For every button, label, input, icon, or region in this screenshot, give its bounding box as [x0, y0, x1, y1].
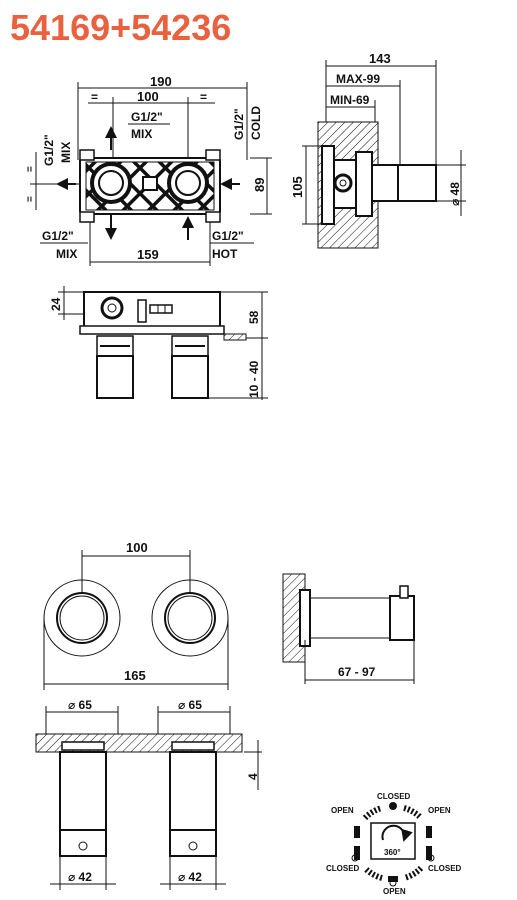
port-hot-circle — [167, 162, 209, 204]
trim-section-view: ⌀ 65 ⌀ 65 4 ⌀ 42 ⌀ 42 — [35, 698, 262, 890]
dia-65-right-label: ⌀ 65 — [178, 698, 202, 712]
eq-left-v1: = — [25, 166, 36, 172]
dim-190-label: 190 — [150, 74, 172, 89]
min-69-label: MIN-69 — [330, 93, 370, 107]
front-view: 190 100 = = G1/2" MIX G1/2" COLD G1/2" M… — [25, 74, 272, 266]
bottom-view: 24 58 10 - 40 — [49, 286, 268, 400]
dim-105-label: 105 — [290, 176, 305, 198]
label-g12-bottom-left: G1/2" — [42, 229, 74, 243]
label-hot: HOT — [212, 247, 238, 261]
dim-4-label: 4 — [246, 773, 260, 780]
label-mix-left: MIX — [59, 142, 73, 163]
dia-42-right-label: ⌀ 42 — [178, 870, 202, 884]
trim-dim-67-97-label: 67 - 97 — [338, 665, 376, 679]
legend-360: 360° — [384, 848, 401, 857]
label-g12-cold: G1/2" — [232, 108, 246, 140]
dial-ring — [354, 805, 432, 882]
dim-24-label: 24 — [49, 297, 63, 311]
label-g12-top: G1/2" — [131, 110, 163, 124]
legend-open-left: OPEN — [331, 806, 354, 815]
rotation-legend: CLOSED OPEN OPEN 360° CLOSED CLOSED OPEN — [326, 792, 462, 896]
trim-dim-165-label: 165 — [124, 668, 146, 683]
dia-65-left-label: ⌀ 65 — [68, 698, 92, 712]
legend-open-right: OPEN — [428, 806, 451, 815]
label-mix-bottom: MIX — [56, 247, 77, 261]
dim-143-label: 143 — [369, 51, 391, 66]
max-99-label: MAX-99 — [336, 72, 380, 86]
rotate-arrow-icon — [381, 824, 413, 842]
legend-closed-right: CLOSED — [428, 864, 462, 873]
eq-left-v2: = — [25, 196, 36, 202]
label-g12-left: G1/2" — [42, 134, 56, 166]
legend-closed-left: CLOSED — [326, 864, 360, 873]
dim-58-label: 58 — [247, 310, 261, 324]
legend-closed-top: CLOSED — [377, 792, 411, 801]
dia-42-left-label: ⌀ 42 — [68, 870, 92, 884]
side-view: 143 MAX-99 MIN-69 105 ⌀ 48 — [290, 51, 466, 249]
dim-10-40-label: 10 - 40 — [247, 360, 261, 398]
dim-159-label: 159 — [137, 247, 159, 262]
trim-dim-100-label: 100 — [126, 540, 148, 555]
legend-open-bottom: OPEN — [383, 887, 406, 896]
trim-side-view: 67 - 97 — [282, 573, 415, 684]
dia-48-label: ⌀ 48 — [448, 182, 462, 206]
port-mix-circle — [90, 162, 132, 204]
label-cold: COLD — [249, 106, 263, 140]
dim-100-label: 100 — [137, 89, 159, 104]
trim-front-view: 100 165 — [43, 540, 229, 690]
eq-left: = — [91, 90, 98, 104]
label-mix-top: MIX — [131, 127, 152, 141]
product-code-title: 54169+54236 — [10, 7, 232, 48]
dim-89-label: 89 — [252, 178, 267, 192]
label-g12-bottom-right: G1/2" — [212, 229, 244, 243]
eq-right: = — [200, 90, 207, 104]
